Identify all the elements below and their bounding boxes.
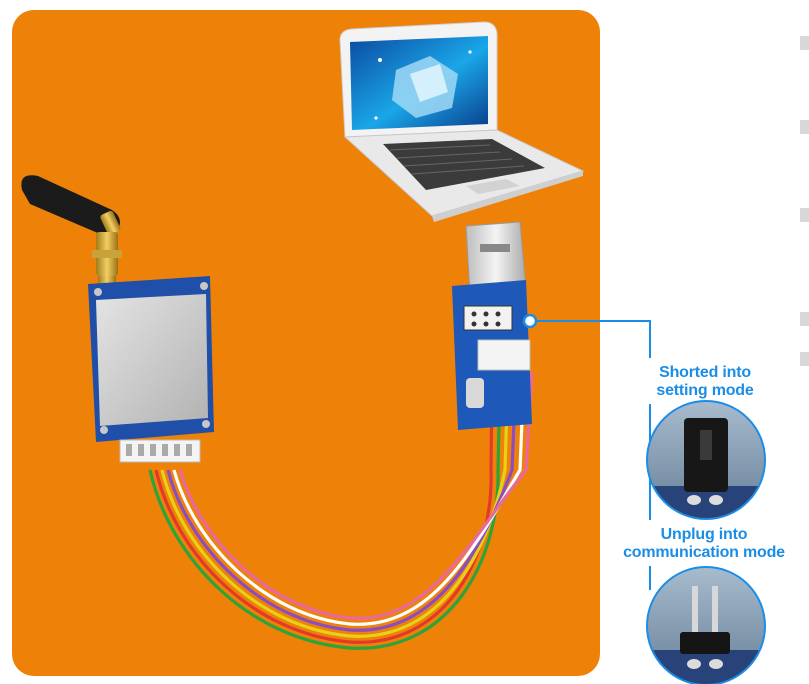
callout-line bbox=[522, 313, 651, 590]
shorted-label-line1: Shorted into bbox=[659, 364, 751, 381]
rf-module-icon bbox=[88, 276, 214, 463]
laptop-icon bbox=[339, 21, 585, 222]
jumper-shorted-icon bbox=[646, 400, 766, 520]
wire-bundle bbox=[148, 371, 534, 650]
unplug-label-line1: Unplug into bbox=[660, 526, 748, 543]
edge-mark bbox=[800, 312, 809, 326]
edge-mark bbox=[800, 120, 809, 134]
edge-mark bbox=[800, 208, 809, 222]
unplug-label: Unplug into communication mode bbox=[600, 526, 808, 562]
edge-mark bbox=[800, 36, 809, 50]
unplug-label-line2: communication mode bbox=[623, 544, 785, 561]
edge-mark bbox=[800, 352, 809, 366]
usb-adapter-icon bbox=[452, 221, 532, 430]
shorted-label-line2: setting mode bbox=[656, 382, 754, 399]
antenna-icon bbox=[21, 175, 122, 294]
shorted-label: Shorted into setting mode bbox=[620, 364, 790, 400]
jumper-open-icon bbox=[646, 566, 766, 684]
